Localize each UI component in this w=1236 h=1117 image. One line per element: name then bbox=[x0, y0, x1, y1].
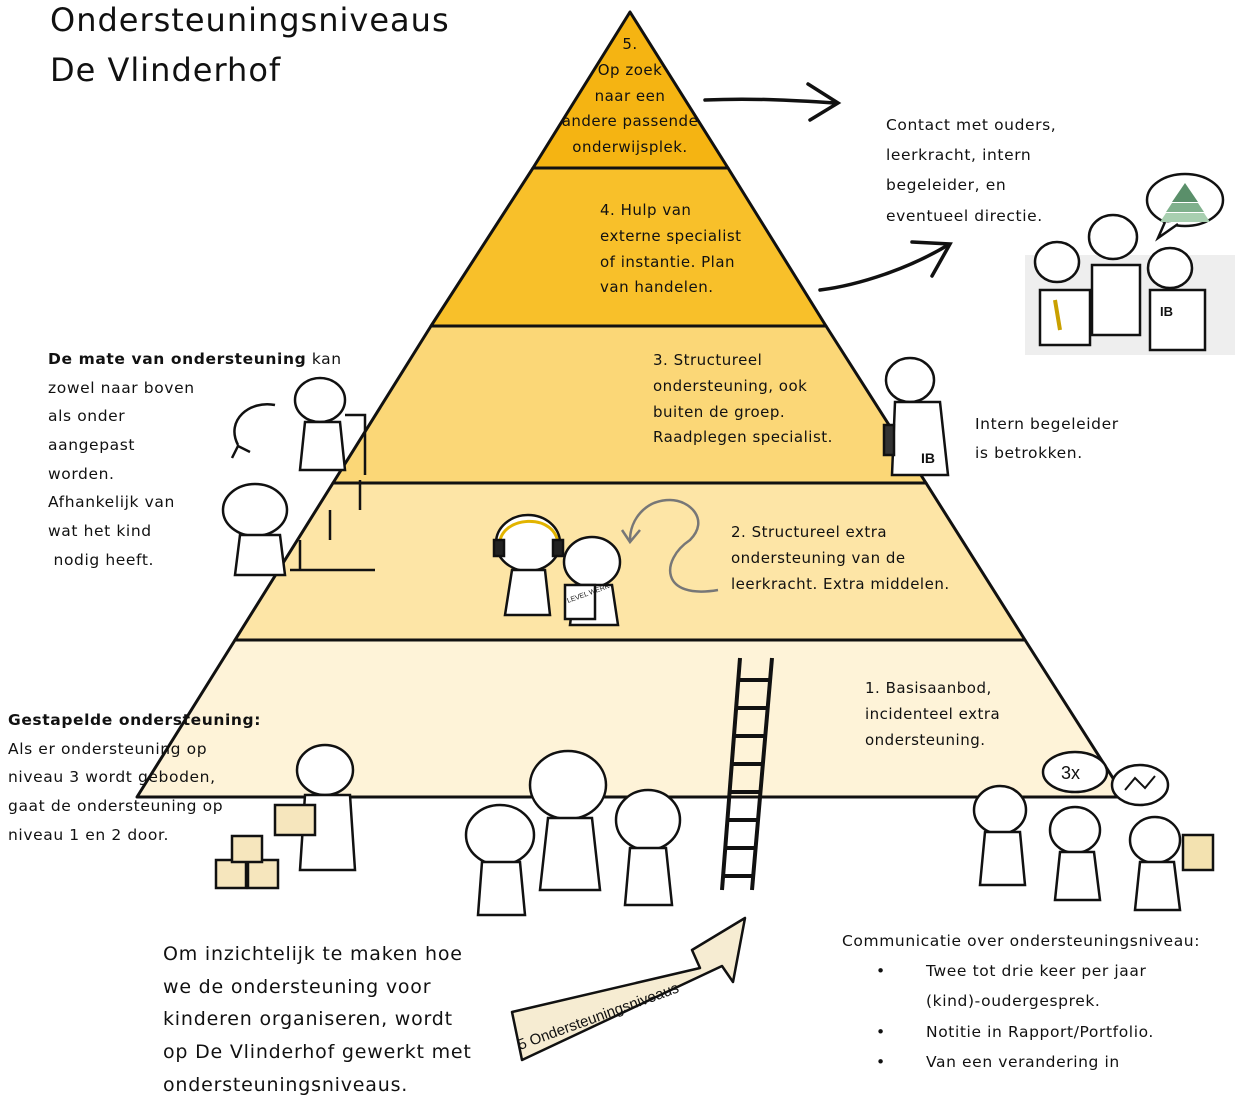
level-3-text: 3. Structureel ondersteuning, ook buiten… bbox=[653, 348, 833, 451]
level-4-text: 4. Hulp van externe specialist of instan… bbox=[600, 198, 742, 301]
stairs-figures bbox=[221, 376, 375, 577]
arrow-up-right-icon bbox=[818, 240, 953, 292]
ib-note: Intern begeleider is betrokken. bbox=[975, 410, 1119, 467]
group-figures bbox=[464, 749, 682, 917]
level-4-line: 4. Hulp van bbox=[600, 201, 692, 219]
ib-shirt-badge: IB bbox=[1160, 304, 1173, 319]
level-5-line: Op zoek bbox=[597, 60, 663, 79]
mate-line: wat het kind bbox=[48, 522, 152, 541]
mate-rest: kan bbox=[306, 350, 342, 368]
page-title-line2: De Vlinderhof bbox=[50, 51, 282, 89]
headphone-kids bbox=[492, 513, 622, 627]
level-4-line: of instantie. Plan bbox=[600, 252, 736, 271]
intro-line: ondersteuningsniveaus. bbox=[163, 1073, 409, 1096]
level-3-line: Raadplegen specialist. bbox=[653, 428, 833, 447]
ib-note-line: Intern begeleider bbox=[975, 415, 1119, 433]
intro-line: Om inzichtelijk te maken hoe bbox=[163, 943, 463, 965]
communicatie-bullet: Twee tot drie keer per jaar (kind)-ouder… bbox=[868, 956, 1232, 1016]
level-5-line: naar een bbox=[594, 86, 666, 105]
gestapeld-note: Gestapelde ondersteuning: Als er onderst… bbox=[8, 706, 261, 849]
gestapeld-line: Als er ondersteuning op bbox=[8, 739, 208, 758]
communicatie-bullet-line: (kind)-oudergesprek. bbox=[926, 992, 1101, 1011]
page-title-line1: Ondersteuningsniveaus bbox=[50, 1, 450, 39]
ib-figure bbox=[882, 356, 950, 477]
communicatie-bullet-line: Twee tot drie keer per jaar bbox=[926, 962, 1147, 981]
times-badge: 3x bbox=[1061, 763, 1080, 783]
level-1-text: 1. Basisaanbod, incidenteel extra onders… bbox=[865, 676, 1000, 753]
team-figures bbox=[1025, 172, 1235, 355]
ib-note-line: is betrokken. bbox=[975, 443, 1083, 462]
pyramid bbox=[135, 10, 1127, 799]
levels-arrow: 5 Ondersteuningsniveaus bbox=[510, 916, 747, 1062]
ib-badge: IB bbox=[921, 450, 935, 466]
ladder-icon bbox=[720, 657, 774, 891]
communicatie-bullet-line: Van een verandering in bbox=[926, 1052, 1120, 1071]
mate-line: Afhankelijk van bbox=[48, 493, 175, 512]
level-1-line: 1. Basisaanbod, bbox=[865, 679, 992, 697]
intro-line: op De Vlinderhof gewerkt met bbox=[163, 1041, 472, 1064]
curved-arrow-icon bbox=[620, 498, 719, 593]
mate-line: nodig heeft. bbox=[48, 550, 155, 569]
contact-line: begeleider, en bbox=[886, 176, 1007, 195]
page-title: Ondersteuningsniveaus De Vlinderhof bbox=[50, 0, 450, 90]
speech-bubble-icon bbox=[1160, 183, 1210, 222]
level-5-line: 5. bbox=[622, 35, 638, 53]
communicatie-bullet: Van een verandering in bbox=[868, 1047, 1232, 1077]
level-5-line: onderwijsplek. bbox=[572, 138, 688, 157]
gestapeld-line: gaat de ondersteuning op bbox=[8, 797, 224, 816]
level-5-text: 5. Op zoek naar een andere passende onde… bbox=[530, 32, 730, 161]
mate-line: worden. bbox=[48, 464, 115, 483]
level-2-text: 2. Structureel extra ondersteuning van d… bbox=[731, 520, 950, 597]
arrow-right-icon bbox=[703, 82, 842, 122]
level-5-line: andere passende bbox=[561, 112, 699, 131]
level-3-line: 3. Structureel bbox=[653, 351, 763, 369]
intro-line: kinderen organiseren, wordt bbox=[163, 1008, 453, 1031]
mate-line: aangepast bbox=[48, 436, 136, 455]
communicatie-note: Communicatie over ondersteuningsniveau: … bbox=[842, 926, 1232, 1086]
contact-line: Contact met ouders, bbox=[886, 116, 1057, 134]
gestapeld-heading: Gestapelde ondersteuning: bbox=[8, 711, 262, 729]
level-2-line: leerkracht. Extra middelen. bbox=[731, 574, 950, 593]
level-3-band bbox=[331, 324, 928, 485]
mate-line: zowel naar boven bbox=[48, 378, 195, 397]
gestapeld-line: niveau 1 en 2 door. bbox=[8, 825, 170, 844]
level-4-line: van handelen. bbox=[600, 278, 714, 297]
intro-line: we de ondersteuning voor bbox=[163, 975, 432, 998]
contact-note: Contact met ouders, leerkracht, intern b… bbox=[886, 110, 1056, 231]
gestapeld-line: niveau 3 wordt geboden, bbox=[8, 768, 216, 787]
level-4-line: externe specialist bbox=[600, 226, 742, 245]
mate-line: als onder bbox=[48, 407, 126, 426]
blocks-figure bbox=[214, 743, 357, 890]
level-2-line: 2. Structureel extra bbox=[731, 523, 888, 541]
level-1-line: ondersteuning. bbox=[865, 730, 986, 749]
communicatie-bullet-line: Notitie in Rapport/Portfolio. bbox=[926, 1022, 1154, 1041]
level-1-line: incidenteel extra bbox=[865, 704, 1001, 723]
intro-text: Om inzichtelijk te maken hoe we de onder… bbox=[163, 938, 472, 1101]
contact-line: eventueel directie. bbox=[886, 206, 1043, 225]
level-3-line: ondersteuning, ook bbox=[653, 376, 808, 395]
communicatie-heading: Communicatie over ondersteuningsniveau: bbox=[842, 932, 1201, 950]
contact-line: leerkracht, intern bbox=[886, 146, 1032, 165]
communicatie-bullet: Notitie in Rapport/Portfolio. bbox=[868, 1017, 1232, 1047]
level-2-line: ondersteuning van de bbox=[731, 548, 906, 567]
communication-figures bbox=[972, 750, 1215, 912]
mate-note: De mate van ondersteuning kan zowel naar… bbox=[48, 345, 342, 574]
mate-bold: De mate van ondersteuning bbox=[48, 350, 307, 368]
level-3-line: buiten de groep. bbox=[653, 402, 786, 421]
